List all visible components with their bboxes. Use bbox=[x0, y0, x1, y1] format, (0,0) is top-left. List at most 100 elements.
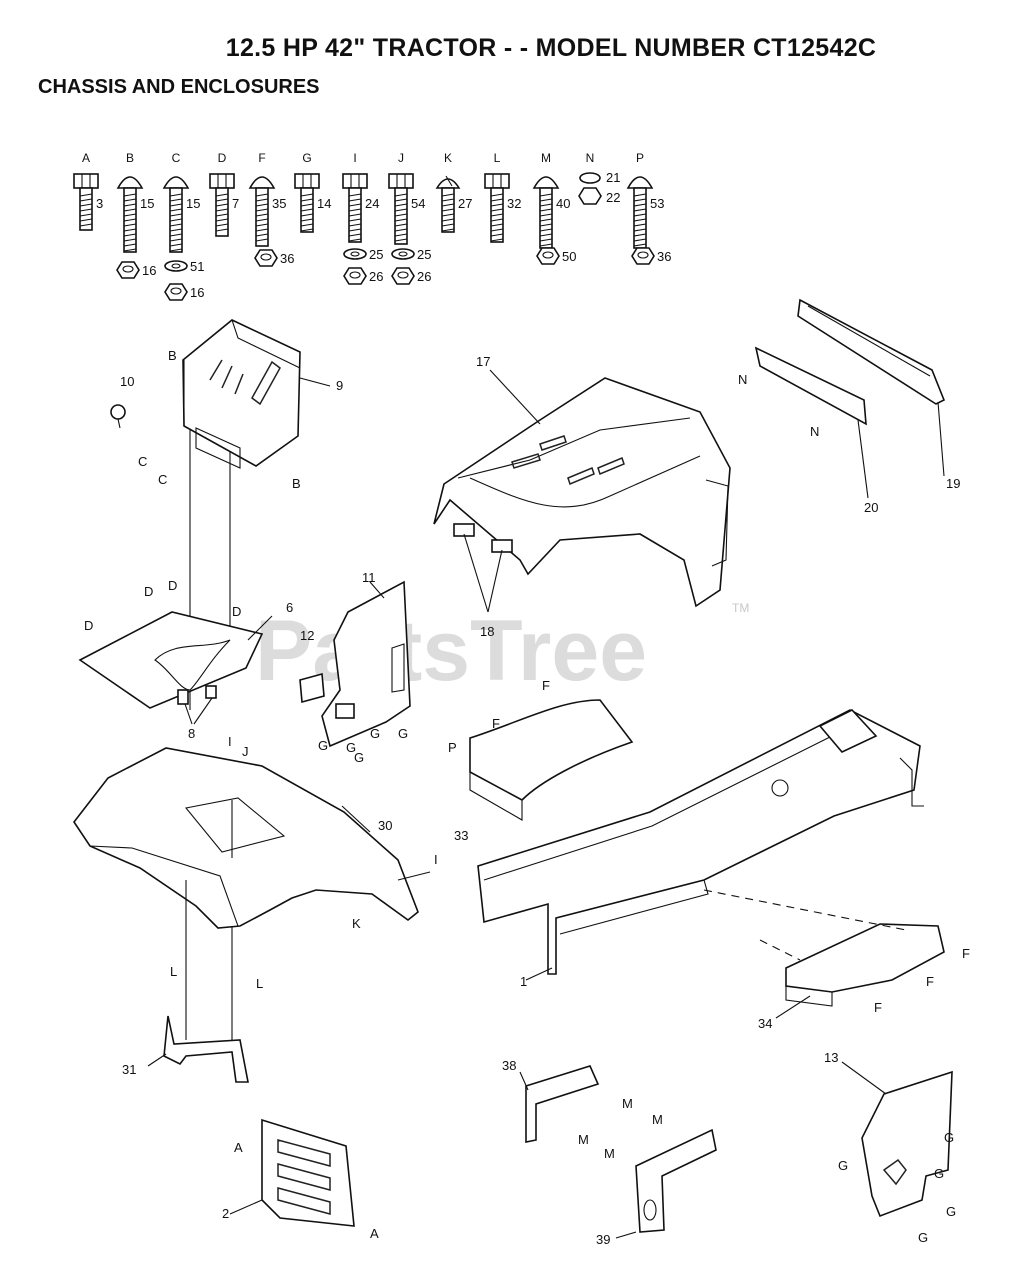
part-side-shield[interactable] bbox=[861, 1070, 953, 1218]
part-grille[interactable] bbox=[797, 298, 946, 405]
callout-label: 11 bbox=[362, 570, 376, 585]
callout-label: K bbox=[352, 916, 361, 931]
hardware-letter: C bbox=[172, 151, 181, 165]
callout-label: F bbox=[492, 716, 500, 731]
hardware-letter: D bbox=[218, 151, 227, 165]
callout-label: 34 bbox=[758, 1016, 772, 1031]
diagram-subtitle: CHASSIS AND ENCLOSURES bbox=[38, 76, 320, 98]
callout-label: B bbox=[168, 348, 177, 363]
hardware-f[interactable]: F 35 bbox=[248, 151, 286, 247]
hardware-letter: A bbox=[82, 151, 90, 165]
callout-label: P bbox=[448, 740, 457, 755]
hardware-letter: I bbox=[353, 151, 356, 165]
part-dash-panel[interactable] bbox=[182, 319, 301, 710]
hardware-p[interactable]: P53 bbox=[626, 151, 664, 249]
hardware-d[interactable]: D7 bbox=[209, 151, 239, 237]
callout-label: 10 bbox=[120, 374, 134, 389]
washer-part[interactable]: 25 bbox=[391, 247, 431, 262]
callout-label: L bbox=[170, 964, 177, 979]
callout-label: 38 bbox=[502, 1058, 516, 1073]
nut-part[interactable]: 26 bbox=[343, 267, 383, 285]
part-31-bracket[interactable] bbox=[163, 1015, 249, 1083]
callout-label: F bbox=[926, 974, 934, 989]
nut-part[interactable]: 50 bbox=[536, 247, 576, 265]
watermark-tm: TM bbox=[732, 601, 749, 615]
part-bracket-39[interactable] bbox=[635, 1128, 717, 1233]
part-front-panel[interactable] bbox=[261, 1118, 355, 1227]
callout-label: D bbox=[232, 604, 241, 619]
hardware-g[interactable]: G 14 bbox=[294, 151, 331, 233]
hardware-b[interactable]: B 15 bbox=[116, 151, 154, 253]
hardware-number: 15 bbox=[140, 196, 154, 211]
callout-label: G bbox=[946, 1204, 956, 1219]
hardware-j[interactable]: J 54 bbox=[388, 151, 425, 245]
part-side-panel[interactable] bbox=[321, 580, 411, 748]
nut-number: 16 bbox=[142, 263, 156, 278]
callout-label: 9 bbox=[336, 378, 343, 393]
nut-part[interactable]: 26 bbox=[391, 267, 431, 285]
hardware-number: 54 bbox=[411, 196, 425, 211]
nut-part[interactable]: 36 bbox=[254, 249, 294, 267]
nut-part[interactable]: 16 bbox=[164, 283, 204, 301]
callout-label: F bbox=[962, 946, 970, 961]
hardware-k[interactable]: K27 bbox=[435, 151, 472, 233]
hardware-letter: J bbox=[398, 151, 404, 165]
hardware-letter: F bbox=[258, 151, 265, 165]
nut-number: 22 bbox=[606, 190, 620, 205]
callout-label: F bbox=[874, 1000, 882, 1015]
callout-label: B bbox=[292, 476, 301, 491]
part-floor-plate[interactable] bbox=[78, 611, 264, 709]
callout-label: C bbox=[138, 454, 147, 469]
callout-label: A bbox=[234, 1140, 243, 1155]
part-frame[interactable] bbox=[477, 709, 924, 975]
hardware-number: 3 bbox=[96, 196, 103, 211]
hardware-n[interactable]: N21 bbox=[578, 151, 620, 205]
callout-label: D bbox=[144, 584, 153, 599]
nut-number: 36 bbox=[280, 251, 294, 266]
hardware-number: 40 bbox=[556, 196, 570, 211]
hardware-m[interactable]: M 40 bbox=[532, 151, 570, 249]
nut-number: 50 bbox=[562, 249, 576, 264]
hardware-l[interactable]: L32 bbox=[484, 151, 521, 243]
nut-part[interactable]: 16 bbox=[116, 261, 156, 279]
callout-label: M bbox=[652, 1112, 663, 1127]
hardware-number: 21 bbox=[606, 170, 620, 185]
part-footpad-33[interactable] bbox=[469, 699, 634, 821]
callout-label: I bbox=[434, 852, 438, 867]
part-8-brackets[interactable] bbox=[177, 685, 217, 725]
hardware-number: 14 bbox=[317, 196, 331, 211]
part-key[interactable] bbox=[110, 404, 126, 429]
part-bracket-20[interactable] bbox=[754, 346, 867, 426]
callout-label: G bbox=[370, 726, 380, 741]
part-fender[interactable] bbox=[73, 747, 431, 1040]
callout-label: L bbox=[256, 976, 263, 991]
callout-label: G bbox=[354, 750, 364, 765]
washer-part[interactable]: 51 bbox=[164, 259, 204, 274]
hardware-number: 35 bbox=[272, 196, 286, 211]
leader-lines bbox=[147, 369, 945, 1239]
nut-number: 25 bbox=[369, 247, 383, 262]
callout-label: M bbox=[604, 1146, 615, 1161]
callout-label: 19 bbox=[946, 476, 960, 491]
callout-label: N bbox=[738, 372, 747, 387]
nut-number: 25 bbox=[417, 247, 431, 262]
callout-label: D bbox=[168, 578, 177, 593]
part-footpad-34[interactable] bbox=[785, 923, 945, 1007]
hardware-number: 7 bbox=[232, 196, 239, 211]
part-12-plate[interactable] bbox=[299, 672, 325, 704]
hardware-letter: B bbox=[126, 151, 134, 165]
callout-label: G bbox=[398, 726, 408, 741]
washer-part[interactable]: 25 bbox=[343, 247, 383, 262]
hardware-i[interactable]: I24 bbox=[342, 151, 379, 243]
hardware-a[interactable]: A3 bbox=[73, 151, 103, 231]
callout-label: M bbox=[578, 1132, 589, 1147]
hardware-nuts: 16 51 16 36 25 26 25 26 50 22 36 bbox=[116, 190, 671, 301]
hardware-letter: G bbox=[302, 151, 311, 165]
part-bracket-38[interactable] bbox=[525, 1065, 600, 1143]
nut-part[interactable]: 36 bbox=[631, 247, 671, 265]
hardware-letter: M bbox=[541, 151, 551, 165]
hardware-c[interactable]: C15 bbox=[162, 151, 200, 253]
callout-label: A bbox=[370, 1226, 379, 1241]
part-hood[interactable] bbox=[433, 377, 731, 608]
